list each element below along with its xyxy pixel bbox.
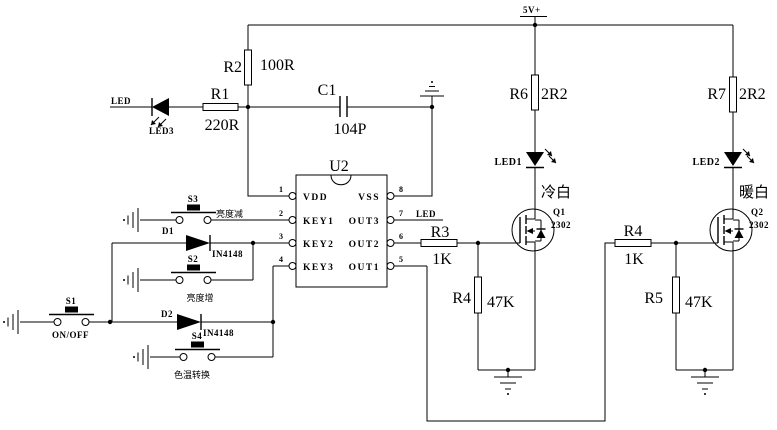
d2-value: IN4148 (203, 328, 234, 338)
u2-pin8-number: 8 (399, 185, 403, 194)
q1-name: Q1 (553, 207, 566, 217)
r3-value: 1K (432, 251, 452, 268)
q1-value: 2302 (551, 220, 571, 230)
r4b-name: R4 (624, 223, 643, 240)
ground-symbol-q1 (494, 370, 522, 395)
led2-warm-white: LED2 暖白 (692, 148, 769, 201)
r4a-name: R4 (452, 290, 471, 307)
u2-pin6-name: OUT2 (349, 240, 380, 250)
switch-s2: S2 亮度增 (171, 254, 216, 303)
resistor-r6: R6 2R2 (509, 74, 568, 111)
s3-function-label: 亮度减 (216, 208, 243, 219)
u2-pin7-net-label: LED (416, 209, 436, 219)
u2-pin1-name: VDD (303, 193, 328, 203)
u2-name: U2 (329, 158, 349, 175)
u2-pin7-number: 7 (399, 209, 403, 218)
resistor-r3: R3 1K (420, 224, 458, 268)
q2-value: 2302 (749, 220, 769, 230)
switch-s1: S1 ON/OFF (49, 296, 94, 340)
u2-pin6-number: 6 (399, 232, 403, 241)
led2-color-label: 暖白 (739, 184, 769, 201)
diode-d2: D2 IN4148 (161, 309, 234, 338)
r6-value: 2R2 (541, 86, 568, 103)
r5-name: R5 (644, 290, 663, 307)
power-net-label: 5V+ (523, 5, 541, 15)
ground-symbol-q2 (691, 370, 719, 395)
u2-pin4-name: KEY3 (303, 263, 334, 273)
s3-name: S3 (188, 194, 199, 204)
d1-name: D1 (162, 226, 174, 236)
s1-function-label: ON/OFF (52, 330, 89, 340)
s4-function-label: 色温转换 (174, 369, 210, 380)
u2-pin3-name: KEY2 (303, 240, 334, 250)
wires (20, 16, 734, 422)
led2-name: LED2 (692, 157, 720, 168)
led1-cold-white: LED1 冷白 (494, 148, 571, 201)
c1-name: C1 (318, 82, 337, 99)
c1-value: 104P (334, 121, 367, 138)
q1-mosfet-symbol (511, 208, 555, 252)
resistor-r5: R5 47K (644, 276, 713, 314)
d1-value: IN4148 (212, 249, 243, 259)
capacitor-c1: C1 104P (318, 82, 367, 138)
u2-chip: U2 1 2 3 4 8 7 6 5 VDD KEY1 KEY2 KEY3 VS… (279, 158, 436, 288)
u2-pin4-number: 4 (279, 255, 283, 264)
ground-symbol-s4 (133, 345, 149, 369)
led1-name: LED1 (494, 157, 522, 168)
switch-s3: S3 亮度减 (171, 194, 243, 224)
switch-s4: S4 色温转换 (174, 331, 220, 380)
r7-value: 2R2 (739, 86, 766, 103)
led3-name: LED3 (149, 126, 174, 136)
r1-value: 220R (205, 117, 240, 134)
q2-name: Q2 (751, 207, 764, 217)
s2-function-label: 亮度增 (186, 292, 213, 303)
s4-name: S4 (192, 331, 203, 341)
d2-name: D2 (161, 309, 173, 319)
u2-pin8-name: VSS (358, 193, 380, 203)
junction-dots (107, 22, 708, 373)
r7-name: R7 (707, 86, 726, 103)
resistor-r4-gate1: R4 47K (452, 276, 515, 314)
r1-name: R1 (211, 86, 230, 103)
r3-name: R3 (431, 224, 450, 241)
s2-name: S2 (188, 254, 199, 264)
led-net-label: LED (111, 96, 131, 106)
r4a-value: 47K (487, 294, 515, 311)
u2-pin3-number: 3 (279, 232, 283, 241)
ground-symbol-s2 (123, 268, 139, 292)
u2-pin1-number: 1 (279, 185, 283, 194)
u2-pin2-number: 2 (279, 209, 283, 218)
resistor-r1: R1 220R (202, 86, 240, 134)
u2-pin5-number: 5 (399, 255, 403, 264)
u2-pin5-name: OUT1 (349, 263, 380, 273)
resistor-r7: R7 2R2 (707, 76, 766, 113)
u2-pin7-name: OUT3 (349, 217, 380, 227)
r2-name: R2 (223, 59, 242, 76)
r2-value: 100R (260, 57, 295, 74)
r4b-value: 1K (624, 251, 644, 268)
resistor-r4-gate2: R4 1K (614, 223, 652, 268)
ground-symbol-s3 (123, 208, 139, 232)
ground-symbol-c1 (420, 81, 444, 97)
r6-name: R6 (509, 86, 528, 103)
resistor-r2: R2 100R (223, 49, 295, 86)
led3-indicator: LED LED3 (111, 96, 174, 136)
r5-value: 47K (685, 294, 713, 311)
diode-d1: D1 IN4148 (162, 226, 243, 259)
s1-name: S1 (66, 296, 77, 306)
ground-symbol-s1 (3, 310, 19, 334)
u2-pin2-name: KEY1 (303, 217, 334, 227)
led1-color-label: 冷白 (541, 184, 571, 201)
